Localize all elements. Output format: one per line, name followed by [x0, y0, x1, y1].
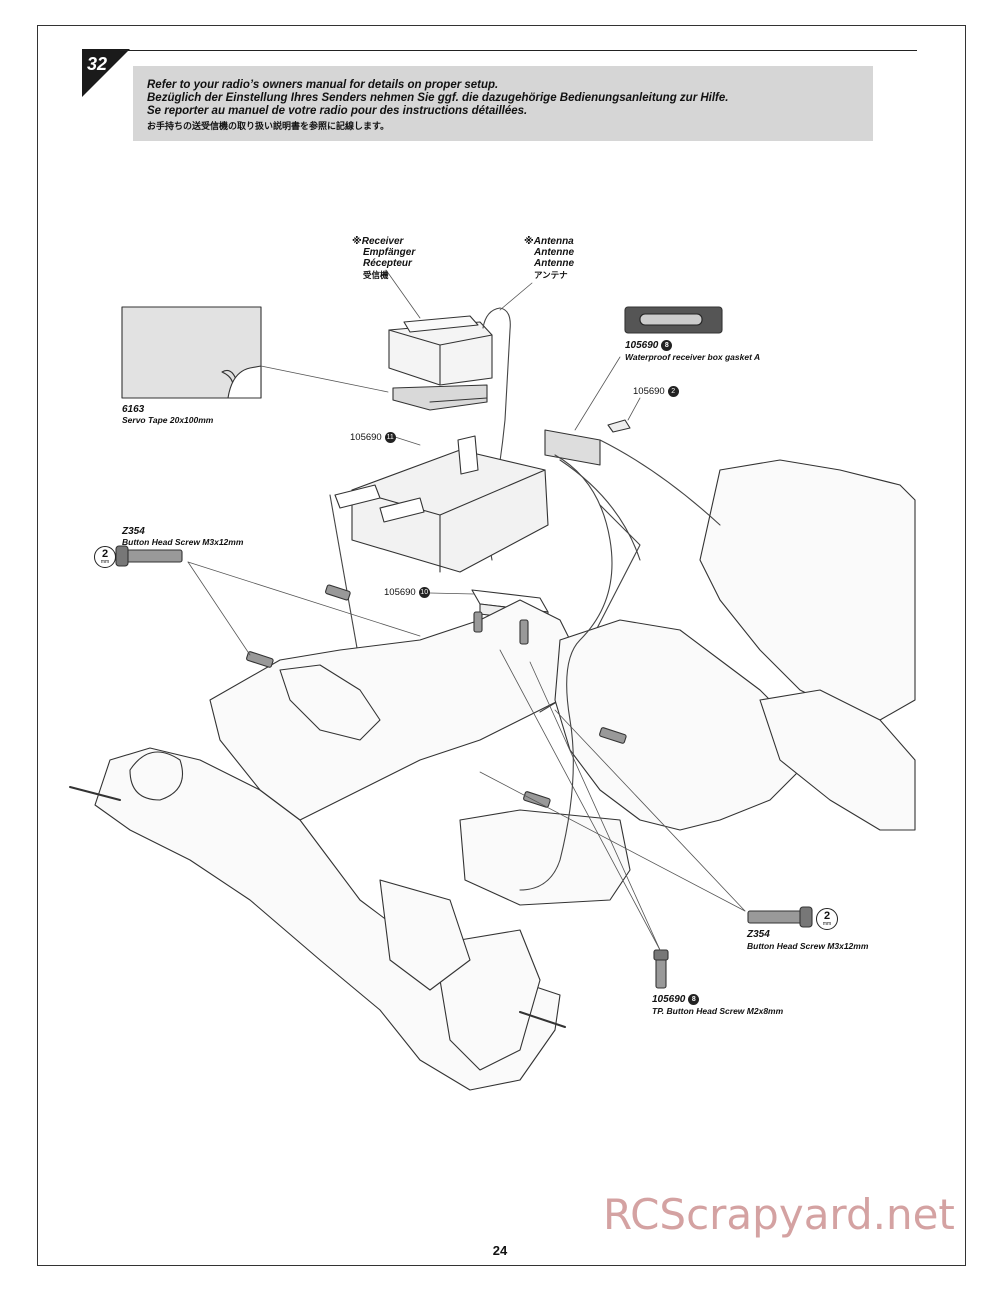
receiver-label-fr: Récepteur — [363, 258, 412, 269]
antenna-label-jp: アンテナ — [534, 270, 568, 280]
screw-left-part: Z354 — [122, 526, 145, 537]
instruction-fr: Se reporter au manuel de votre radio pou… — [147, 105, 528, 117]
receiver-label-jp: 受信機 — [363, 270, 389, 280]
servo-tape-desc: Servo Tape 20x100mm — [122, 415, 214, 425]
instruction-de: Bezüglich der Einstellung Ihres Senders … — [147, 92, 729, 104]
gasket-desc: Waterproof receiver box gasket A — [625, 352, 761, 362]
screw-left-desc: Button Head Screw M3x12mm — [122, 537, 244, 547]
instruction-en: Refer to your radio’s owners manual for … — [147, 79, 499, 91]
screw-icons — [115, 545, 813, 989]
screw-right-desc: Button Head Screw M3x12mm — [747, 941, 869, 951]
instruction-box: Refer to your radio’s owners manual for … — [133, 66, 873, 141]
step-number: 32 — [87, 54, 108, 74]
receiver-illustration — [388, 315, 493, 411]
page-frame — [37, 25, 966, 1266]
antenna-label-de: Antenne — [534, 247, 574, 258]
servo-tape-illustration — [121, 306, 262, 399]
header-rule — [120, 50, 917, 51]
receiver-label-de: Empfänger — [363, 247, 416, 258]
gasket-illustration — [624, 306, 723, 334]
chassis-illustration — [94, 459, 916, 1091]
step-badge — [82, 49, 130, 97]
servo-tape-part: 6163 — [122, 404, 145, 415]
screw-right-part: Z354 — [747, 929, 770, 940]
page-number: 24 — [492, 1243, 508, 1258]
watermark: RCScrapyard.net — [603, 1190, 955, 1239]
screw-tp-desc: TP. Button Head Screw M2x8mm — [652, 1006, 784, 1016]
antenna-label-en: ※Antenna — [524, 236, 574, 247]
receiver-label-en: ※Receiver — [352, 236, 404, 247]
instruction-jp: お手持ちの送受信機の取り扱い説明書を参照に記線します。 — [147, 121, 390, 131]
antenna-label-fr: Antenne — [534, 258, 574, 269]
receiver-box-illustration — [334, 429, 601, 573]
